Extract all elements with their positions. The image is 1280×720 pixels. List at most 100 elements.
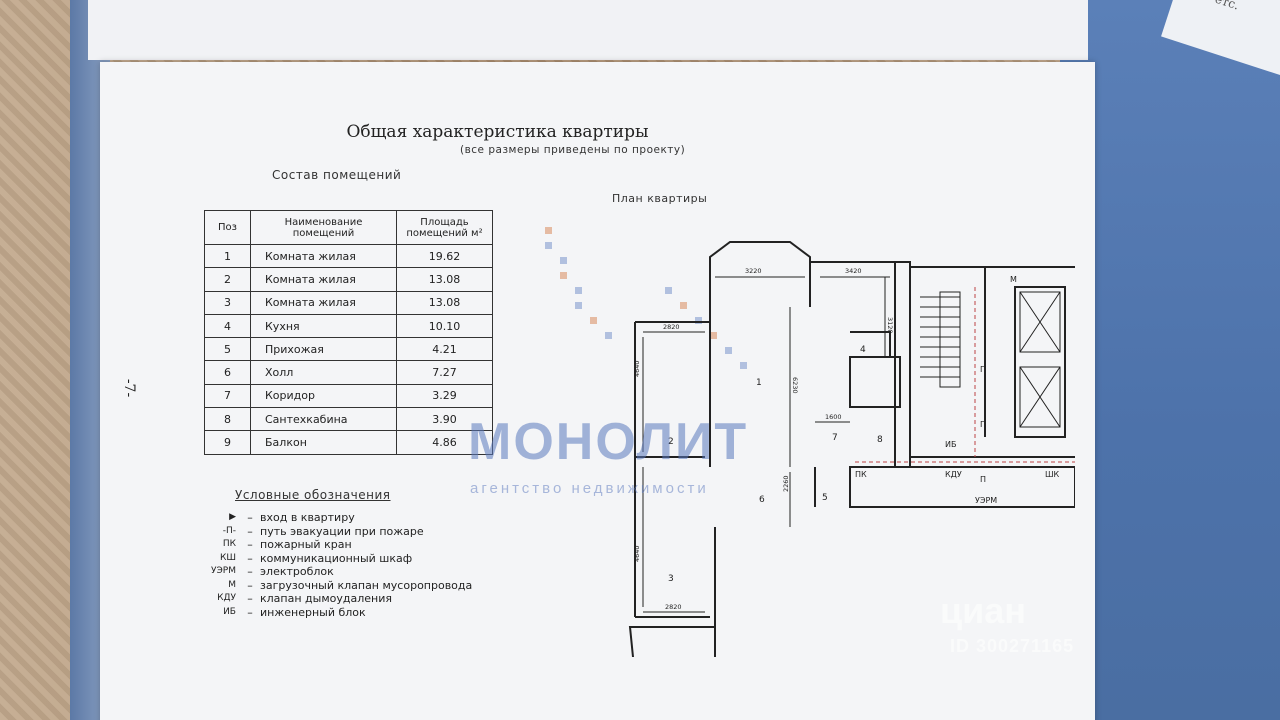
room-number-4: 4: [860, 345, 866, 355]
cell-name: Балкон: [250, 430, 397, 455]
legend-symbol: М: [228, 579, 236, 590]
cell-name: Кухня: [250, 313, 397, 339]
label-pk: ПК: [855, 470, 867, 479]
cell-pos: 5: [204, 337, 251, 362]
label-p1: П: [980, 365, 986, 374]
dim-3120: 3120: [886, 317, 894, 334]
cell-pos: 1: [204, 243, 251, 269]
legend-item: ИБ–инженерный блок: [192, 606, 472, 620]
cell-name: Комната жилая: [250, 243, 397, 269]
room-numbers: 1 2 3 4 5 6 7 8 9: [668, 345, 883, 584]
cell-pos: 7: [204, 383, 251, 409]
legend-dash: –: [247, 592, 253, 605]
header-area: Площадь помещений м²: [396, 210, 493, 245]
header-name: Наименование помещений: [250, 210, 397, 245]
apartment-plan: 3220 3420 3120 6230 2820 4640 1600 2260 …: [545, 227, 1075, 657]
label-p2: П: [980, 420, 986, 429]
cell-area: 13.08: [396, 267, 493, 292]
cell-area: 10.10: [396, 313, 493, 339]
top-sheet: [88, 0, 1088, 60]
label-m: М: [1010, 275, 1017, 284]
cell-pos: 6: [204, 360, 251, 385]
dim-4640-top: 4640: [633, 360, 641, 377]
legend-text: инженерный блок: [260, 605, 366, 619]
room-number-8: 8: [877, 435, 883, 445]
legend-text: путь эвакуации при пожаре: [260, 524, 424, 538]
corner-paper-text: етс.: [1213, 0, 1241, 13]
cell-name: Прихожая: [250, 337, 397, 362]
legend-text: коммуникационный шкаф: [260, 551, 413, 565]
cell-area: 3.29: [396, 383, 493, 409]
document-page: Общая характеристика квартиры (все разме…: [100, 62, 1095, 720]
cell-area: 4.21: [396, 337, 493, 362]
legend-dash: –: [247, 551, 253, 565]
room-number-3: 3: [668, 574, 674, 584]
cell-name: Холл: [250, 360, 397, 385]
legend-item: КДУ–клапан дымоудаления: [192, 592, 472, 606]
plan-walls: [628, 241, 1075, 657]
cell-name: Комната жилая: [250, 267, 397, 292]
blue-folder: [1060, 0, 1280, 720]
cell-area: 7.27: [396, 360, 493, 385]
cell-pos: 4: [204, 313, 251, 339]
legend-dash: –: [247, 524, 253, 538]
dim-3220: 3220: [745, 267, 762, 275]
room-number-5: 5: [822, 493, 828, 503]
cell-pos: 8: [204, 407, 251, 432]
plan-details: [642, 276, 1075, 613]
legend-item: УЭРМ–электроблок: [192, 565, 472, 579]
room-number-2: 2: [668, 437, 674, 447]
table-header-row: Поз Наименование помещений Площадь помещ…: [204, 210, 493, 245]
header-pos: Поз: [204, 210, 251, 245]
cian-id: ID 300271165: [950, 636, 1075, 656]
watermark-tagline: агентство недвижимости: [470, 480, 709, 497]
legend-dash: –: [247, 605, 253, 619]
plan-labels: ПК КДУ УЭРМ ШК ИБ М П П П: [855, 275, 1060, 505]
cell-pos: 9: [204, 430, 251, 455]
legend-symbol: КШ: [219, 552, 236, 563]
dim-6230: 6230: [791, 377, 799, 394]
dim-2260: 2260: [782, 475, 790, 492]
legend-item: ПК–пожарный кран: [192, 538, 472, 552]
legend-text: вход в квартиру: [260, 511, 355, 524]
label-p3: П: [980, 475, 986, 484]
legend-symbol: УЭРМ: [211, 566, 236, 576]
cell-area: 4.86: [396, 430, 493, 455]
plan-heading: План квартиры: [612, 192, 708, 205]
cell-area: 19.62: [396, 243, 493, 269]
legend-symbol: -П-: [222, 525, 236, 536]
cell-area: 13.08: [396, 290, 493, 315]
dim-2820-top: 2820: [663, 323, 680, 331]
watermark-brand: МОНОЛИТ: [468, 413, 749, 471]
legend-item: ▶ –вход в квартиру: [192, 511, 472, 525]
dim-1600: 1600: [825, 413, 842, 421]
legend: ▶–вход в квартиру-П-–путь эвакуации при …: [192, 511, 472, 619]
label-ib: ИБ: [945, 440, 956, 449]
cell-name: Комната жилая: [250, 290, 397, 315]
legend-text: загрузочный клапан мусоропровода: [260, 578, 473, 592]
legend-dash: –: [247, 538, 253, 551]
plan-dimensions: 3220 3420 3120 6230 2820 4640 1600 2260 …: [633, 267, 894, 611]
legend-symbol: ▶: [229, 512, 236, 522]
cell-pos: 3: [204, 290, 251, 315]
page-number: -7-: [121, 378, 138, 398]
legend-symbol: ИБ: [223, 606, 236, 617]
legend-dash: –: [247, 511, 253, 524]
page-title: Общая характеристика квартиры: [346, 122, 649, 142]
cell-name: Коридор: [250, 383, 397, 409]
page-subtitle: (все размеры приведены по проекту): [460, 144, 686, 156]
legend-heading: Условные обозначения: [235, 488, 391, 502]
cell-pos: 2: [204, 267, 251, 292]
legend-dash: –: [247, 565, 253, 578]
rooms-heading: Состав помещений: [272, 168, 402, 182]
legend-symbol: КДУ: [217, 593, 236, 603]
cell-name: Сантехкабина: [250, 407, 397, 432]
staircase: [920, 291, 961, 388]
legend-item: М–загрузочный клапан мусоропровода: [192, 579, 472, 593]
legend-symbol: ПК: [222, 539, 236, 549]
